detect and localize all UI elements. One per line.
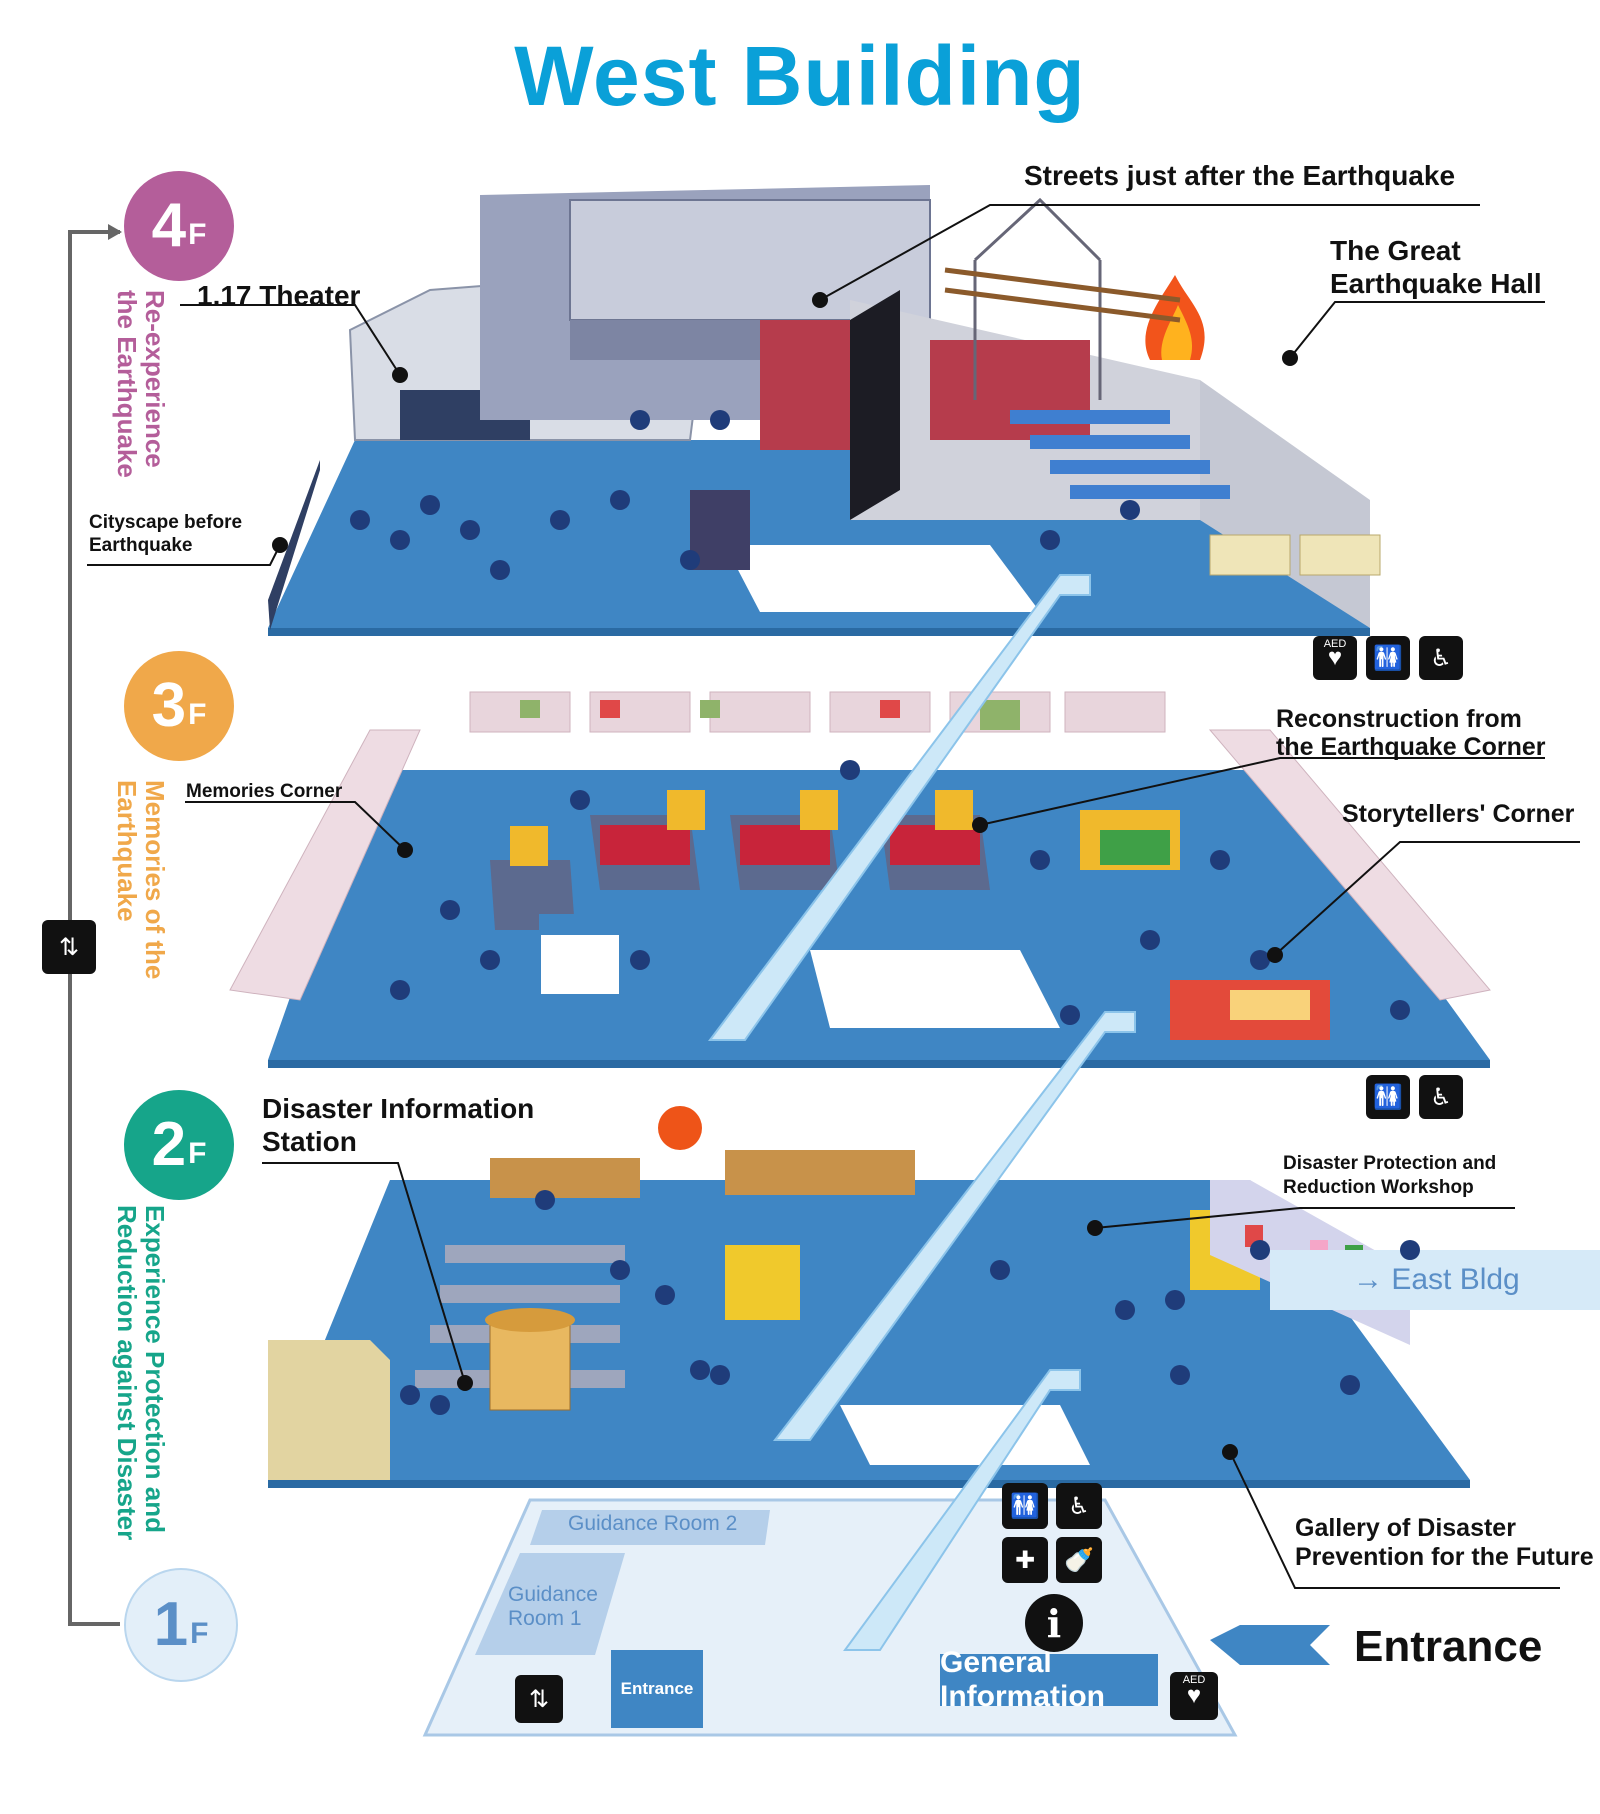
floor-suffix: F: [190, 1617, 209, 1650]
guidance-room-2: Guidance Room 2: [568, 1512, 738, 1535]
general-information-desk[interactable]: General Information: [940, 1646, 1158, 1713]
floor-suffix: F: [188, 1137, 207, 1170]
callout-cityscape-line1: Cityscape before: [89, 512, 243, 533]
floor-number: 3: [151, 671, 187, 740]
page-title: West Building: [514, 29, 1086, 123]
callout-memories: Memories Corner: [186, 781, 343, 802]
callout-workshop-line2: Reduction Workshop: [1283, 1177, 1474, 1198]
floor-4-label: Re-experience the Earthquake: [112, 290, 170, 478]
callout-disaster-info-line2: Station: [262, 1126, 357, 1157]
restroom-icon: 🚻: [1366, 1075, 1410, 1119]
aed-text: AED: [1182, 1674, 1206, 1686]
elevator-icon: ⇅: [515, 1675, 563, 1723]
nursing-room-icon: ✚: [1002, 1537, 1048, 1583]
aed-icon: AED♥: [1313, 636, 1357, 680]
baby-bottle-icon: 🍼: [1056, 1537, 1102, 1583]
callout-dots: [272, 292, 1298, 1460]
callout-disaster-info-line1: Disaster Information: [262, 1093, 535, 1124]
entrance-arrow-icon: [1210, 1625, 1330, 1665]
callout-great-hall-line2: Earthquake Hall: [1330, 268, 1542, 299]
floor-suffix: F: [188, 218, 207, 251]
floor-number: 1: [153, 1590, 189, 1659]
callout-great-hall-line1: The Great: [1330, 235, 1461, 266]
aed-icon: AED♥: [1170, 1672, 1218, 1720]
guidance-room-1-line2: Room 1: [508, 1607, 582, 1630]
callout-workshop-line1: Disaster Protection and: [1283, 1153, 1497, 1174]
first-floor-entrance[interactable]: Entrance: [611, 1650, 703, 1728]
wheelchair-icon: ♿: [1419, 1075, 1463, 1119]
aed-text: AED: [1323, 638, 1347, 650]
floor-2-label: Experience Protection and Reduction agai…: [112, 1205, 170, 1541]
floor-suffix: F: [188, 698, 207, 731]
floor-4-slab: [268, 185, 1381, 636]
restroom-icon: 🚻: [1002, 1483, 1048, 1529]
restroom-icon: 🚻: [1366, 636, 1410, 680]
callout-lines: [87, 204, 1580, 1589]
floor-number: 2: [151, 1110, 187, 1179]
east-bldg-link[interactable]: → East Bldg: [1353, 1263, 1520, 1296]
callout-gallery-line2: Prevention for the Future: [1295, 1543, 1594, 1571]
callout-reconstruction-line1: Reconstruction from: [1276, 705, 1522, 733]
escalators: [707, 574, 1136, 1651]
callout-cityscape-line2: Earthquake: [89, 535, 193, 556]
callout-storytellers: Storytellers' Corner: [1342, 800, 1575, 828]
main-entrance-label[interactable]: Entrance: [1354, 1622, 1543, 1671]
floor-3-label: Memories of the Earthquake: [112, 780, 170, 980]
information-icon: i: [1025, 1594, 1083, 1652]
floor-3-slab: [229, 691, 1491, 1068]
wheelchair-icon: ♿: [1419, 636, 1463, 680]
callout-streets: Streets just after the Earthquake: [1024, 160, 1456, 191]
floor-number: 4: [151, 191, 187, 260]
connector-arrow-icon: [108, 224, 122, 240]
callout-reconstruction-line2: the Earthquake Corner: [1276, 733, 1546, 761]
callout-gallery-line1: Gallery of Disaster: [1295, 1514, 1516, 1542]
guidance-room-1-line1: Guidance: [508, 1583, 598, 1606]
wheelchair-icon: ♿: [1056, 1483, 1102, 1529]
callout-theater: 1.17 Theater: [197, 280, 361, 311]
elevator-icon: ⇅: [42, 920, 96, 974]
